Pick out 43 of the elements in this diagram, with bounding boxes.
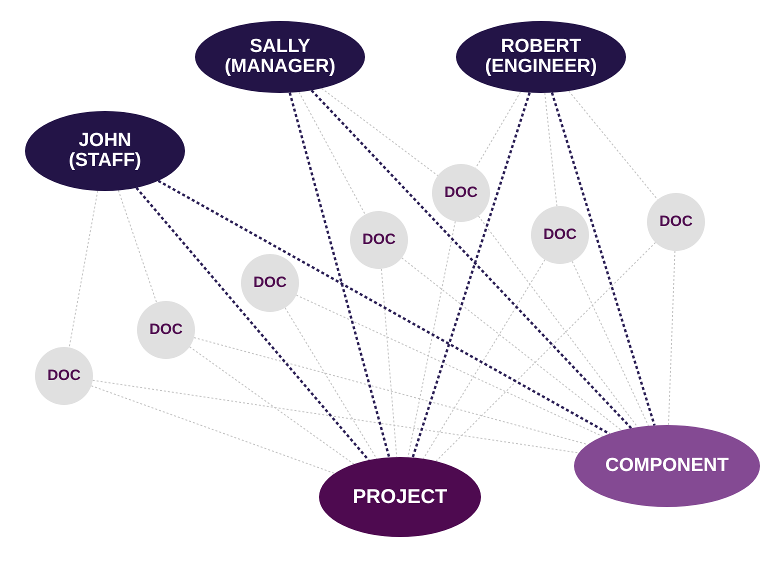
connector-line bbox=[401, 257, 622, 431]
connector-line bbox=[568, 90, 658, 200]
connector-line bbox=[310, 90, 632, 430]
node-label: COMPONENT bbox=[605, 456, 729, 476]
connector-line bbox=[321, 88, 438, 176]
connector-line bbox=[422, 259, 546, 460]
connector-line bbox=[475, 91, 521, 168]
connector-line bbox=[68, 190, 98, 348]
connector-line bbox=[288, 92, 390, 458]
connector-line bbox=[118, 190, 158, 304]
node-label: DOC bbox=[149, 322, 183, 338]
connector-line bbox=[572, 260, 649, 426]
document-circle bbox=[647, 193, 705, 251]
node-label: DOC bbox=[659, 214, 693, 230]
connector-line bbox=[135, 187, 370, 461]
node-label: PROJECT bbox=[352, 486, 448, 508]
connector-line bbox=[189, 346, 354, 465]
node-label: ROBERT (ENGINEER) bbox=[484, 37, 598, 77]
connector-line bbox=[544, 92, 558, 207]
connector-line bbox=[284, 307, 378, 460]
document-circle bbox=[241, 254, 299, 312]
connector-line bbox=[408, 220, 456, 458]
connector-line bbox=[478, 216, 638, 428]
connector-line bbox=[298, 92, 366, 215]
node-label: SALLY (MANAGER) bbox=[224, 37, 336, 77]
connector-line bbox=[296, 294, 604, 437]
document-circle bbox=[432, 164, 490, 222]
node-label: DOC bbox=[543, 227, 577, 243]
node-label: DOC bbox=[253, 275, 287, 291]
connector-line bbox=[412, 92, 531, 458]
node-label: DOC bbox=[362, 232, 396, 248]
node-label: DOC bbox=[444, 185, 478, 201]
node-label: JOHN (STAFF) bbox=[68, 131, 142, 171]
connector-line bbox=[380, 268, 398, 458]
node-label: DOC bbox=[47, 368, 81, 384]
connector-line bbox=[92, 380, 580, 454]
connector-line bbox=[668, 250, 676, 426]
document-circle bbox=[531, 206, 589, 264]
connector-line bbox=[550, 92, 656, 426]
connector-line bbox=[158, 180, 610, 435]
connector-line bbox=[436, 242, 656, 462]
connector-line bbox=[90, 385, 336, 474]
connector-line bbox=[194, 337, 588, 445]
